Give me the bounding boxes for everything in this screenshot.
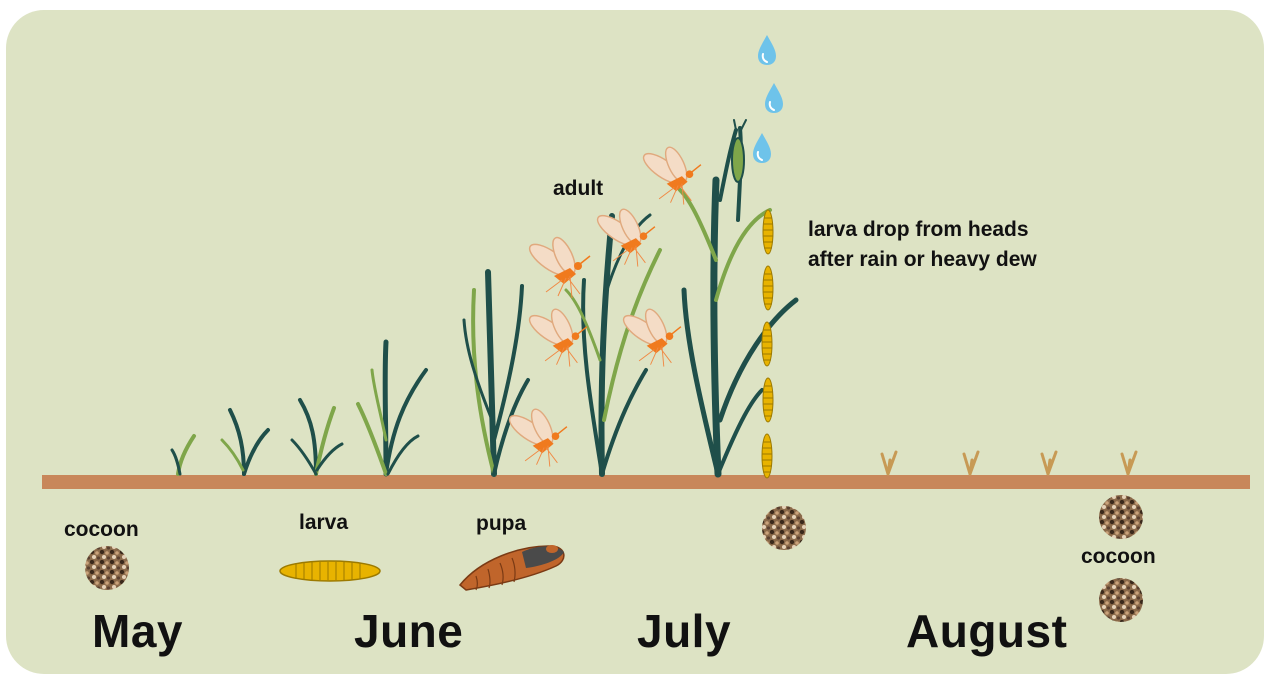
larva-icon (280, 561, 380, 581)
note-line-2: after rain or heavy dew (808, 245, 1037, 275)
rain-drops (753, 35, 783, 163)
cocoon-label-right: cocoon (1081, 545, 1156, 569)
month-august: August (906, 604, 1067, 658)
cocoon-label: cocoon (64, 518, 139, 542)
wheat-plant-6 (566, 215, 660, 474)
pupa-label: pupa (476, 512, 526, 536)
wheat-plant-5 (464, 272, 528, 474)
month-may: May (92, 604, 183, 658)
wheat-seedling-2 (222, 410, 268, 474)
cocoon-icon (1099, 495, 1143, 539)
larva-drop-note: larva drop from heads after rain or heav… (808, 215, 1037, 275)
dropping-larvae (762, 210, 773, 478)
larva-label: larva (299, 511, 348, 535)
dry-stubble (882, 452, 1136, 474)
soil-line (42, 475, 1250, 489)
cocoon-icon (762, 506, 806, 550)
month-july: July (637, 604, 731, 658)
wheat-plant-4 (358, 342, 426, 474)
note-line-1: larva drop from heads (808, 215, 1037, 245)
pupa-icon (460, 545, 564, 590)
month-june: June (354, 604, 463, 658)
wheat-plant-7-heading (680, 120, 796, 474)
wheat-seedling-3 (292, 400, 342, 474)
cocoon-icon (85, 546, 129, 590)
adult-label: adult (553, 177, 603, 201)
cocoon-icon (1099, 578, 1143, 622)
wheat-seedling-1 (172, 436, 194, 474)
